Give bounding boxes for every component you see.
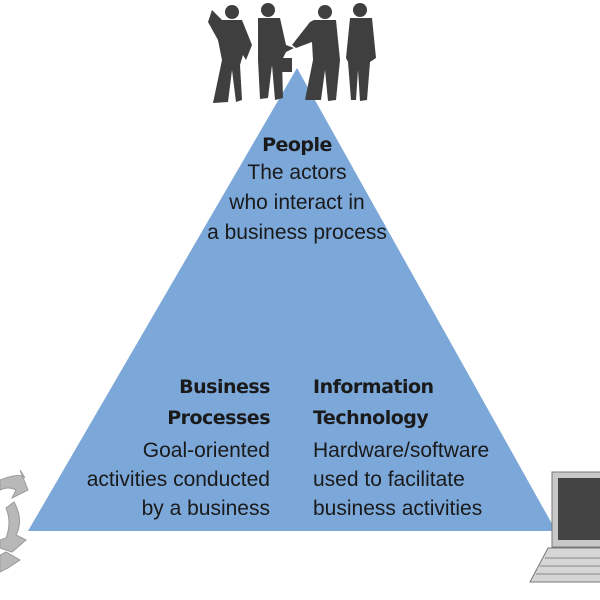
pyramid-triangle (28, 68, 556, 531)
technology-title: Technology (313, 407, 429, 429)
processes-title: Processes (167, 407, 270, 429)
laptop-icon (529, 471, 600, 583)
technology-desc-line: business activities (313, 497, 483, 520)
cycle-arrows-icon (0, 469, 29, 573)
people-silhouettes-icon (208, 3, 376, 103)
processes-desc-line: activities conducted (86, 468, 270, 491)
technology-title: Information (313, 376, 434, 398)
processes-desc-line: by a business (141, 497, 270, 520)
processes-desc-line: Goal-oriented (142, 439, 270, 462)
people-title: People (262, 134, 332, 156)
technology-desc-line: Hardware/software (313, 439, 490, 462)
people-desc-line: The actors (247, 161, 347, 184)
processes-title: Business (179, 376, 270, 398)
people-desc-line: who interact in (229, 191, 365, 214)
people-desc-line: a business process (207, 221, 387, 244)
technology-desc-line: used to facilitate (313, 468, 465, 491)
